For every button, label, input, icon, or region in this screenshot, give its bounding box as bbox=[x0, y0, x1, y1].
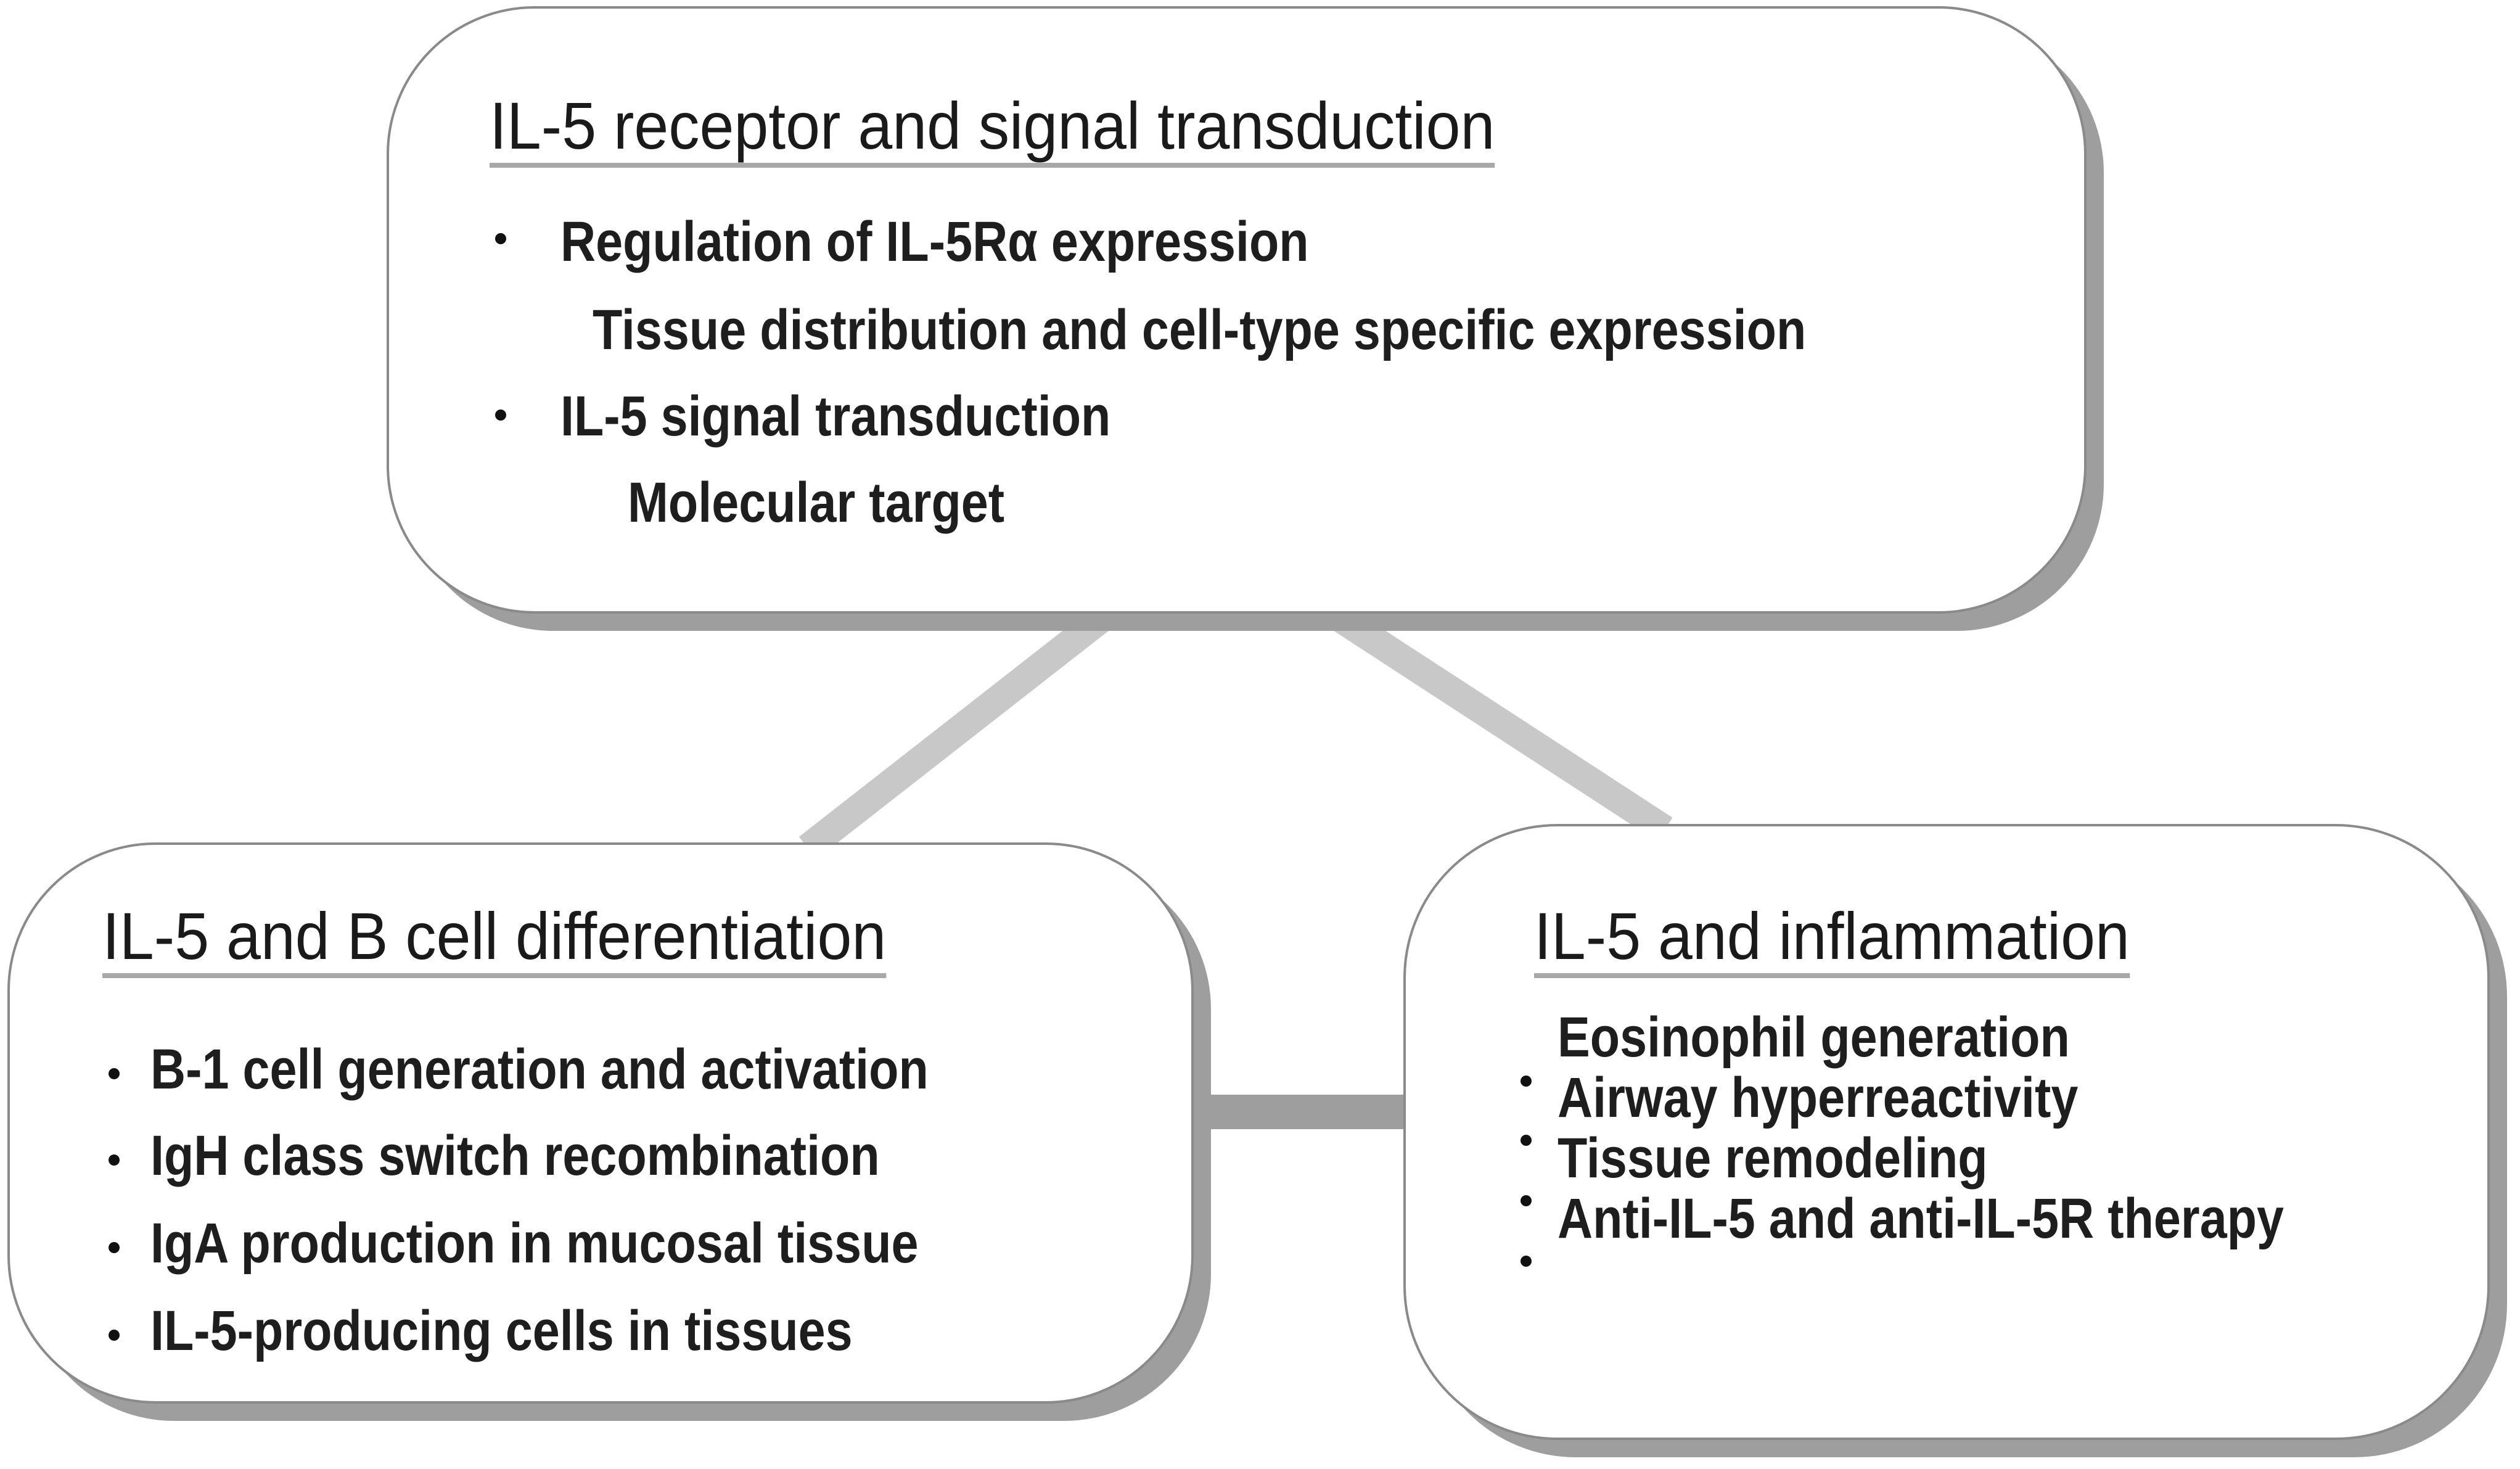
list-item: Airway hyperreactivity bbox=[1558, 1066, 2079, 1129]
connector-top-to-left bbox=[798, 605, 1113, 860]
list-subitem: Molecular target bbox=[628, 471, 1005, 534]
connector-top-to-right bbox=[1330, 604, 1673, 842]
bullet-icon bbox=[1521, 1135, 1532, 1146]
box-il5-receptor-signal-transduction: IL-5 receptor and signal transduction Re… bbox=[387, 6, 2087, 614]
list-item: Tissue remodeling bbox=[1558, 1127, 1988, 1190]
list-item: Anti-IL-5 and anti-IL-5R therapy bbox=[1558, 1187, 2284, 1250]
bullet-icon bbox=[495, 233, 506, 244]
list-item: Regulation of IL-5Rα expression bbox=[560, 210, 1309, 273]
list-subitem: Tissue distribution and cell-type specif… bbox=[593, 298, 1807, 361]
bullet-icon bbox=[109, 1154, 120, 1166]
connector-left-to-right bbox=[1196, 1095, 1406, 1129]
list-item: Eosinophil generation bbox=[1558, 1006, 2070, 1069]
list-item: IgA production in mucosal tissue bbox=[150, 1212, 919, 1275]
list-item: B-1 cell generation and activation bbox=[150, 1038, 929, 1101]
box-title: IL-5 and B cell differentiation bbox=[102, 903, 887, 978]
bullet-icon bbox=[495, 409, 506, 421]
bullet-icon bbox=[1521, 1195, 1532, 1206]
box-il5-b-cell-differentiation: IL-5 and B cell differentiation B-1 cell… bbox=[7, 842, 1194, 1404]
bullet-icon bbox=[109, 1330, 120, 1341]
box-il5-inflammation: IL-5 and inflammation Eosinophil generat… bbox=[1403, 824, 2490, 1440]
bullet-icon bbox=[109, 1242, 120, 1253]
box-title: IL-5 and inflammation bbox=[1534, 903, 2130, 978]
list-item: IL-5 signal transduction bbox=[560, 385, 1111, 448]
bullet-icon bbox=[1521, 1256, 1532, 1267]
list-item: IL-5-producing cells in tissues bbox=[150, 1299, 853, 1362]
bullet-icon bbox=[1521, 1076, 1532, 1087]
list-item: IgH class switch recombination bbox=[150, 1124, 880, 1187]
bullet-icon bbox=[109, 1068, 120, 1079]
box-title: IL-5 receptor and signal transduction bbox=[490, 93, 1495, 168]
